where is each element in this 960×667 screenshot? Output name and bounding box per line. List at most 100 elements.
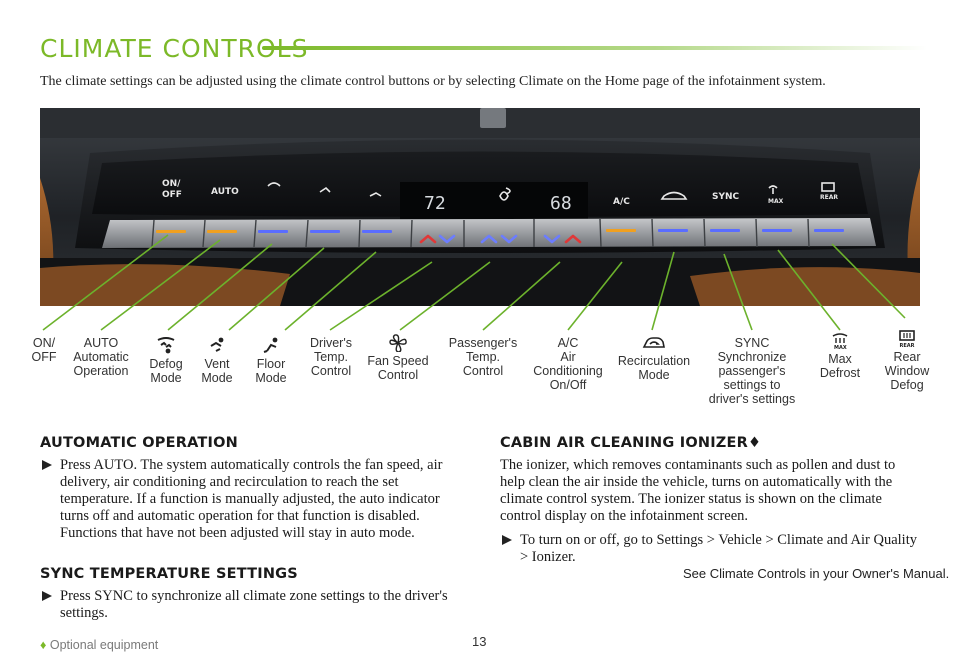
temp-fan-arrows <box>419 234 582 244</box>
label-driver-temp-line1: Driver's <box>310 336 352 350</box>
footnote: ♦ Optional equipment <box>40 638 158 652</box>
label-max-defrost-line2: Defrost <box>819 366 861 380</box>
label-rear-defog: REAR Rear Window Defog <box>876 330 938 392</box>
label-ac-line4: On/Off <box>549 378 587 392</box>
climate-panel-drawing: ON/ OFF AUTO A/C SYNC MAX REAR 72 68 <box>40 108 920 306</box>
title-rule <box>262 46 927 50</box>
bullet-ionizer: To turn on or off, go to Settings > Vehi… <box>500 532 920 566</box>
bullet-arrow-icon <box>42 460 52 470</box>
label-driver-temp-line2: Temp. <box>313 350 349 364</box>
label-vent: Vent Mode <box>196 337 238 385</box>
label-driver-temp: Driver's Temp. Control <box>300 336 362 378</box>
panel-temp-left: 72 <box>424 193 446 214</box>
diamond-icon: ♦ <box>40 638 47 652</box>
label-auto-line1: AUTO <box>83 336 119 350</box>
vent-knob <box>480 108 506 128</box>
panel-ac-label: A/C <box>613 197 630 207</box>
label-floor-line2: Mode <box>255 371 287 385</box>
panel-floor-icon <box>369 192 382 197</box>
label-fan-speed: Fan Speed Control <box>362 334 434 382</box>
label-floor: Floor Mode <box>250 337 292 385</box>
label-auto-line2: Automatic <box>73 350 129 364</box>
label-ac-line2: Air <box>560 350 576 364</box>
label-rear-defog-line2: Window <box>884 364 930 378</box>
label-ac-line1: A/C <box>557 336 579 350</box>
label-defog-line2: Mode <box>150 371 182 385</box>
text-ionizer-bullet: To turn on or off, go to Settings > Vehi… <box>520 532 917 565</box>
svg-text:MAX: MAX <box>834 345 847 350</box>
label-passenger-temp-line3: Control <box>462 364 504 378</box>
label-rear-defog-line3: Defog <box>890 378 924 392</box>
climate-panel-photo: ON/ OFF AUTO A/C SYNC MAX REAR 72 68 <box>40 108 920 306</box>
panel-rear-label: REAR <box>820 194 838 201</box>
label-sync-line3: passenger's <box>718 364 786 378</box>
label-sync-line4: settings to <box>723 378 781 392</box>
label-sync-line2: Synchronize <box>717 350 787 364</box>
text-ionizer: The ionizer, which removes contaminants … <box>500 457 896 524</box>
vent-icon <box>210 337 224 352</box>
max-defrost-icon: MAX <box>832 333 848 350</box>
panel-fan-icon <box>499 187 511 201</box>
label-defog: Defog Mode <box>142 337 190 385</box>
rear-defog-icon: REAR <box>899 330 915 348</box>
center-display <box>400 182 588 222</box>
text-sync-temperature: Press SYNC to synchronize all climate zo… <box>60 588 448 621</box>
fan-icon <box>389 334 407 352</box>
button-row <box>102 218 876 248</box>
heading-ionizer: CABIN AIR CLEANING IONIZER♦ <box>500 435 762 451</box>
label-passenger-temp-line1: Passenger's <box>448 336 518 350</box>
label-vent-line1: Vent <box>204 357 230 371</box>
label-sync-line1: SYNC <box>734 336 770 350</box>
label-passenger-temp-line2: Temp. <box>465 350 501 364</box>
panel-recirc-icon <box>660 191 688 200</box>
see-owners-manual: See Climate Controls in your Owner's Man… <box>683 566 950 581</box>
label-on-off-line1: ON/ <box>32 336 56 350</box>
panel-on-label: ON/ <box>162 179 181 189</box>
label-defog-line1: Defog <box>149 357 183 371</box>
section-automatic-operation: AUTOMATIC OPERATION Press AUTO. The syst… <box>40 435 460 542</box>
label-recirculation-line2: Mode <box>638 368 670 382</box>
text-automatic-operation: Press AUTO. The system automatically con… <box>60 457 443 541</box>
label-ac: A/C Air Conditioning On/Off <box>528 336 608 392</box>
label-vent-line2: Mode <box>201 371 233 385</box>
intro-text: The climate settings can be adjusted usi… <box>40 74 826 89</box>
label-passenger-temp: Passenger's Temp. Control <box>444 336 522 378</box>
label-driver-temp-line3: Control <box>310 364 352 378</box>
panel-defog-icon <box>267 182 281 187</box>
section-sync-temperature: SYNC TEMPERATURE SETTINGS Press SYNC to … <box>40 566 460 622</box>
label-fan-speed-line2: Control <box>377 368 419 382</box>
recirculation-icon <box>642 337 665 348</box>
defog-icon <box>157 337 175 354</box>
floor-icon <box>263 337 278 353</box>
label-auto: AUTO Automatic Operation <box>66 336 136 378</box>
label-recirculation-line1: Recirculation <box>617 354 691 368</box>
bullet-arrow-icon <box>42 591 52 601</box>
panel-icons <box>267 182 835 201</box>
panel-max-label: MAX <box>768 198 784 205</box>
label-ac-line3: Conditioning <box>533 364 603 378</box>
label-max-defrost-line1: Max <box>828 352 852 366</box>
panel-off-label: OFF <box>162 190 182 200</box>
panel-sync-label: SYNC <box>712 192 740 202</box>
indicator-lights <box>156 229 844 233</box>
leather-lower-right <box>690 267 920 306</box>
label-recirculation: Recirculation Mode <box>612 334 696 382</box>
panel-temp-right: 68 <box>550 193 572 214</box>
leather-lower-left <box>40 264 290 306</box>
label-on-off-line2: OFF <box>31 350 57 364</box>
label-auto-line3: Operation <box>73 364 129 378</box>
label-sync-line5: driver's settings <box>708 392 796 406</box>
panel-rear-icon <box>821 182 835 192</box>
section-ionizer: CABIN AIR CLEANING IONIZER♦ The ionizer,… <box>500 435 920 566</box>
heading-automatic-operation: AUTOMATIC OPERATION <box>40 435 238 451</box>
label-max-defrost: MAX Max Defrost <box>812 332 868 380</box>
panel-auto-label: AUTO <box>211 187 239 197</box>
bullet-automatic-operation: Press AUTO. The system automatically con… <box>40 457 460 542</box>
bullet-sync-temperature: Press SYNC to synchronize all climate zo… <box>40 588 460 622</box>
label-floor-line1: Floor <box>256 357 286 371</box>
panel-vent-icon <box>319 186 331 193</box>
svg-text:REAR: REAR <box>900 343 915 348</box>
panel-max-icon <box>768 185 778 194</box>
bullet-arrow-icon <box>502 535 512 545</box>
footnote-text: Optional equipment <box>49 638 159 652</box>
